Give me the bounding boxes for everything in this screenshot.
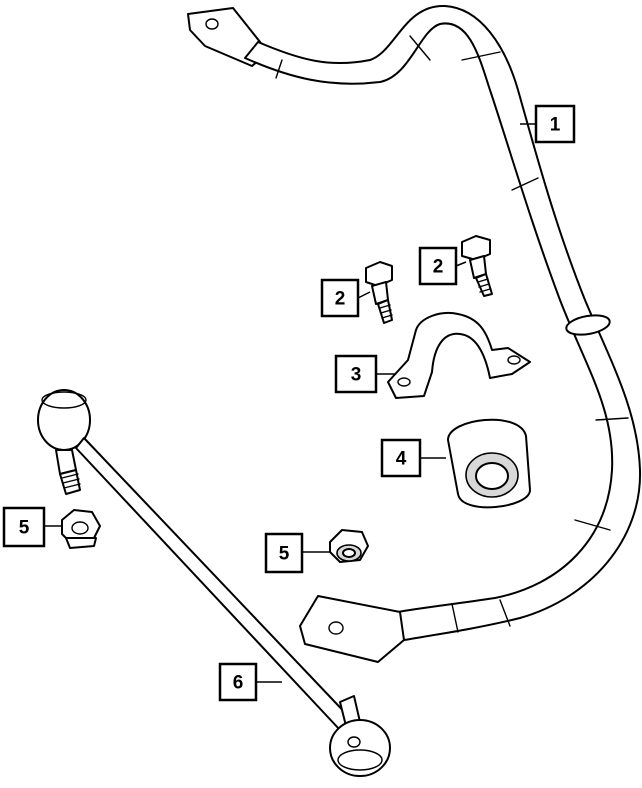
leader-2-left [357,291,371,299]
callout-5-right: 5 [264,532,304,574]
callout-5-left: 5 [2,506,46,548]
callout-5-left-label: 5 [19,518,30,539]
bushing-retainer-clamp [387,312,531,399]
callout-6-label: 6 [233,673,244,694]
callout-3: 3 [334,354,378,394]
nut-left [61,509,101,549]
leader-2-right [455,261,467,267]
callout-2-right-label: 2 [433,257,444,278]
stabilizer-link [37,389,391,777]
callout-2-left: 2 [320,278,360,318]
leader-lines [44,123,536,683]
nut-right [329,529,369,563]
callout-3-label: 3 [351,365,362,386]
bolt-left [365,261,393,324]
callout-2-right: 2 [418,246,458,286]
callout-4: 4 [380,438,422,478]
callout-6: 6 [218,662,258,702]
callout-2-left-label: 2 [335,289,346,310]
bolt-right [461,235,493,297]
callout-4-label: 4 [396,449,407,470]
callout-1: 1 [534,104,576,144]
stabilizer-bar-bushing [447,418,531,509]
callout-1-label: 1 [550,115,561,136]
callout-5-right-label: 5 [279,544,290,565]
stabilizer-bar [187,4,642,663]
